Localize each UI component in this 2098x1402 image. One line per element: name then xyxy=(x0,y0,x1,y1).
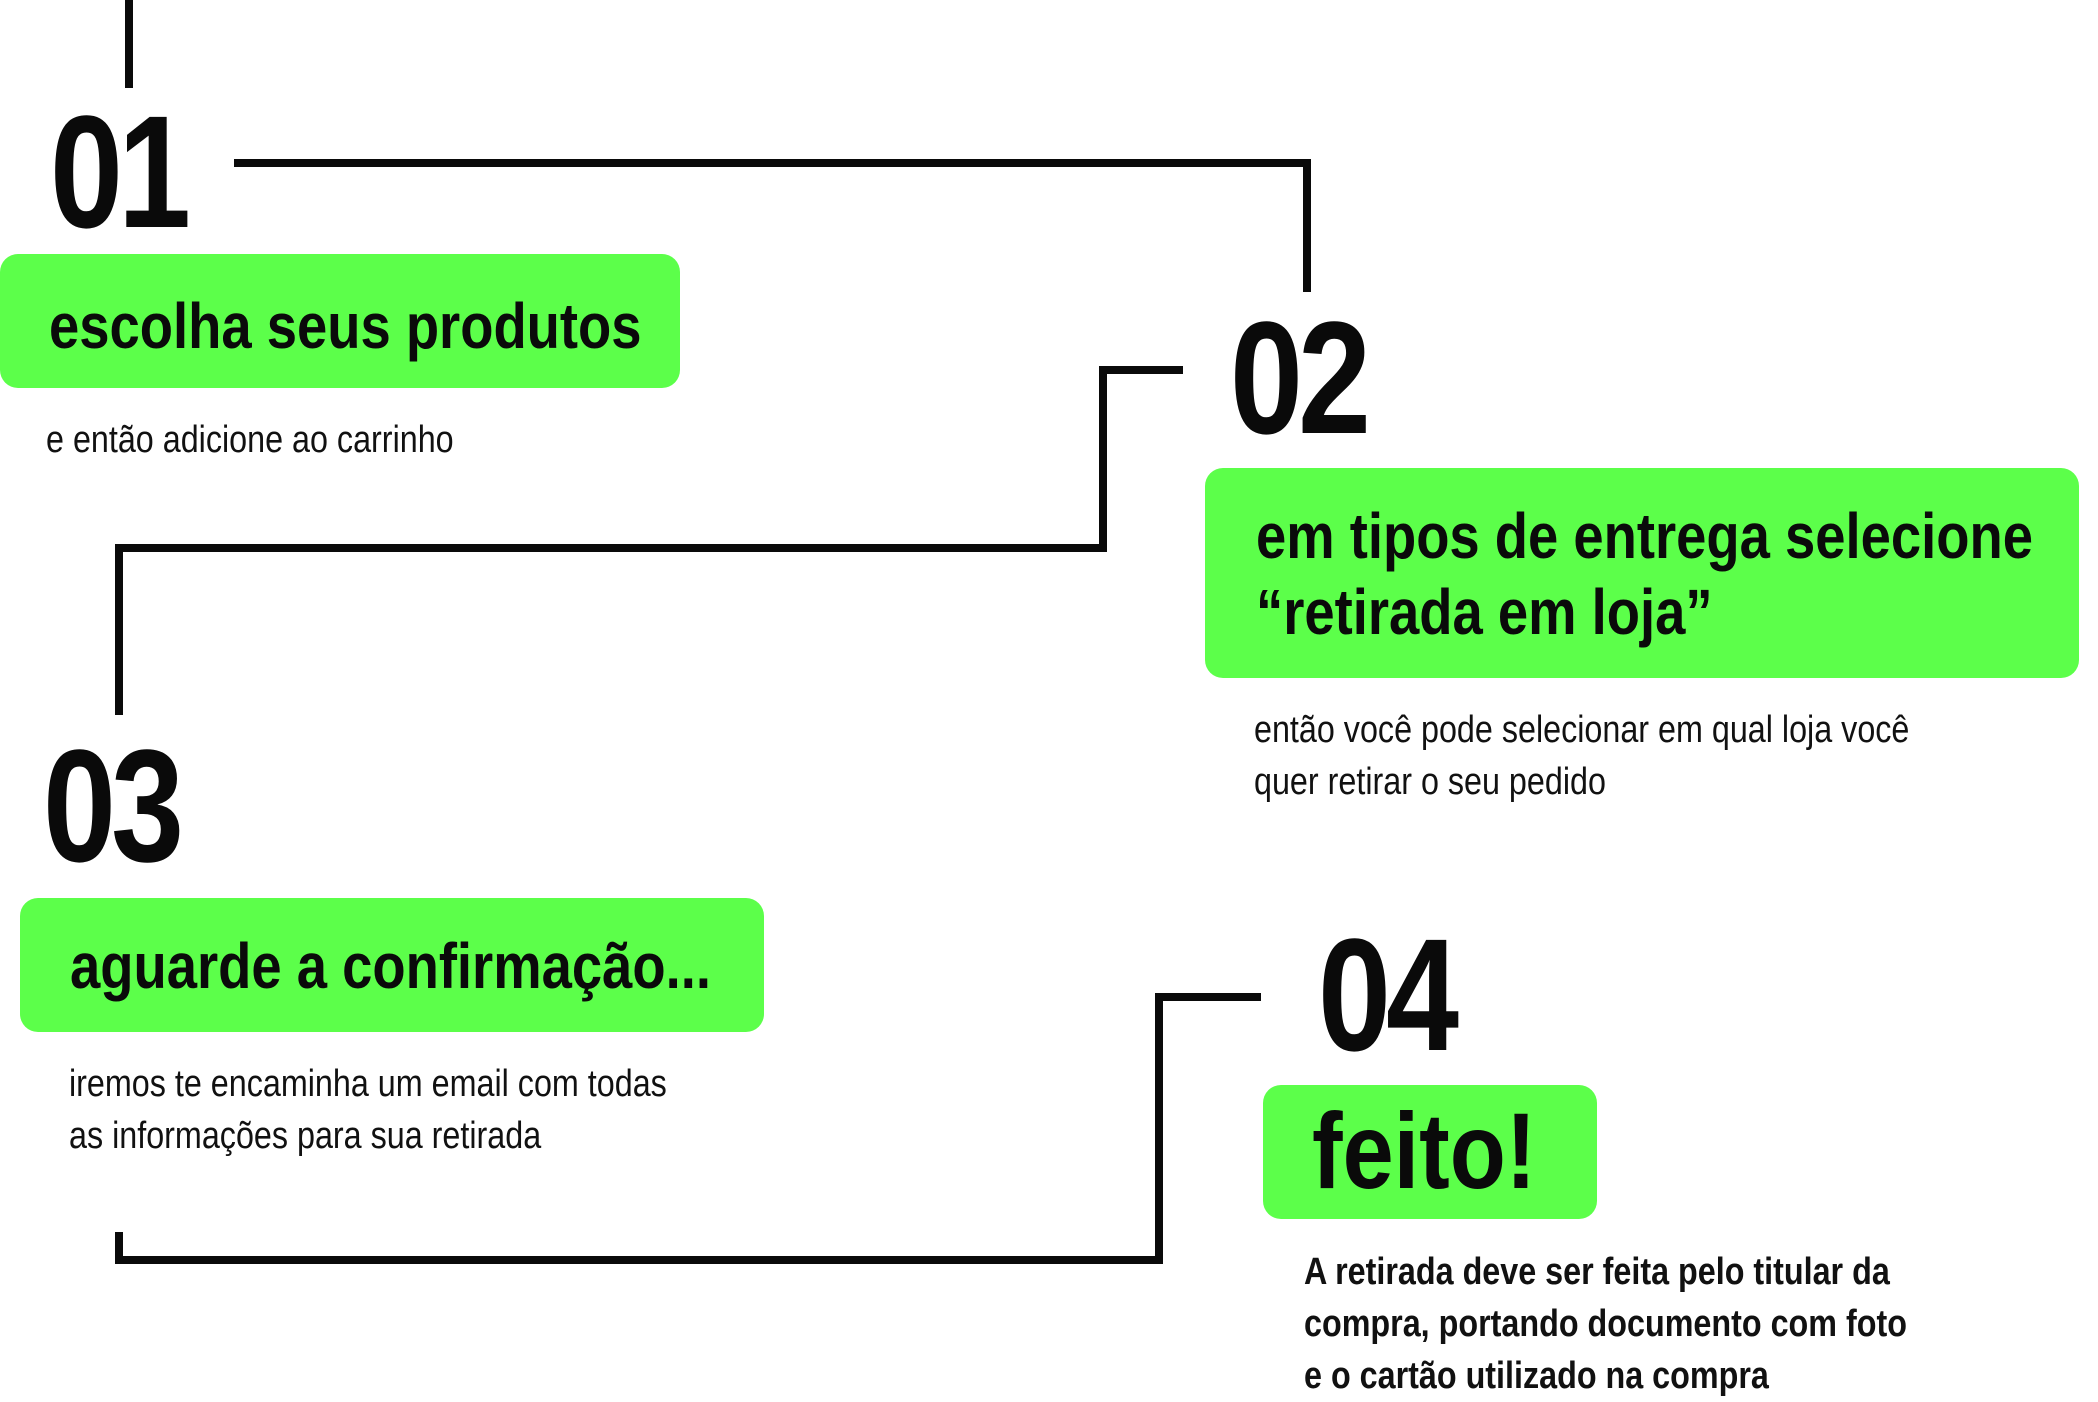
step-description-04-line-2: compra, portando documento com foto xyxy=(1304,1303,1907,1345)
step-description-02: então você pode selecionar em qual loja … xyxy=(1254,704,1909,808)
step-box-01: escolha seus produtos xyxy=(0,254,680,388)
connector-02-03 xyxy=(115,366,1183,715)
step-description-03: iremos te encaminha um email com todas a… xyxy=(69,1058,667,1162)
step-box-03: aguarde a confirmação... xyxy=(20,898,764,1032)
step-description-04-line-3: e o cartão utilizado na compra xyxy=(1304,1355,1769,1397)
step-description-03-line-1: iremos te encaminha um email com todas xyxy=(69,1063,667,1105)
step-description-03-line-2: as informações para sua retirada xyxy=(69,1115,542,1157)
step-number-02: 02 xyxy=(1230,288,1371,467)
step-description-04-line-1: A retirada deve ser feita pelo titular d… xyxy=(1304,1251,1890,1293)
step-description-04: A retirada deve ser feita pelo titular d… xyxy=(1304,1246,1907,1402)
step-title-01: escolha seus produtos xyxy=(49,290,642,362)
connector-03-04 xyxy=(115,993,1261,1264)
step-box-04: feito! xyxy=(1263,1085,1597,1219)
step-description-01: e então adicione ao carrinho xyxy=(46,414,454,466)
step-number-04: 04 xyxy=(1318,905,1459,1084)
step-description-02-line-2: quer retirar o seu pedido xyxy=(1254,761,1606,803)
step-description-02-line-1: então você pode selecionar em qual loja … xyxy=(1254,709,1910,751)
step-title-04: feito! xyxy=(1312,1090,1537,1211)
connector-01-02 xyxy=(234,159,1311,292)
step-title-02-line-1: em tipos de entrega selecione xyxy=(1256,500,2033,572)
step-number-01: 01 xyxy=(50,82,191,261)
step-box-02: em tipos de entrega selecione “retirada … xyxy=(1205,468,2079,678)
step-title-02-line-2: “retirada em loja” xyxy=(1256,576,1713,648)
step-number-03: 03 xyxy=(43,716,184,895)
step-title-03: aguarde a confirmação... xyxy=(70,930,711,1002)
step-description-01-line-1: e então adicione ao carrinho xyxy=(46,419,454,461)
